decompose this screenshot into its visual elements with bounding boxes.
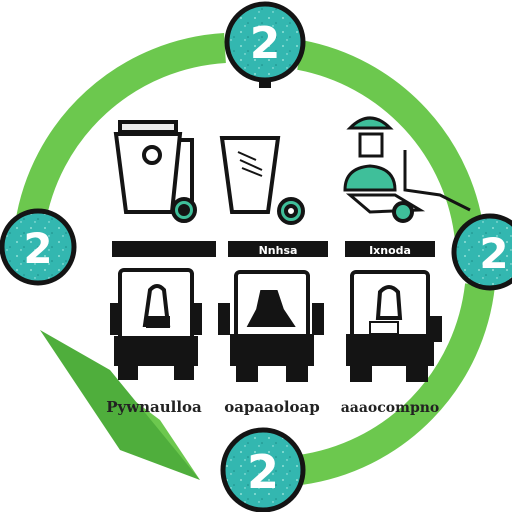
badge-top: 2 bbox=[224, 1, 306, 88]
badge-bottom: 2 bbox=[220, 427, 306, 512]
trash-bin-cart-icon bbox=[113, 120, 197, 223]
badge-right-number: 2 bbox=[479, 229, 508, 278]
worker-cart-icon bbox=[343, 116, 471, 223]
banner-col-3: Ixnoda bbox=[345, 241, 435, 257]
caption-col-3: aaaocompno bbox=[341, 400, 440, 416]
ring-arrow-shadow bbox=[40, 330, 200, 480]
badge-bottom-number: 2 bbox=[247, 445, 279, 499]
badge-top-number: 2 bbox=[250, 18, 281, 69]
recycle-ring bbox=[15, 33, 495, 485]
waste-bin-icon bbox=[219, 136, 305, 225]
badge-left: 2 bbox=[0, 208, 77, 286]
ring-arc-top-right bbox=[297, 40, 485, 242]
banner-col-2: Nnhsa bbox=[228, 241, 328, 257]
caption-col-1: Pywnaulloa bbox=[106, 398, 202, 416]
badge-right: 2 bbox=[451, 213, 512, 291]
truck-front-icon-1 bbox=[110, 268, 202, 380]
ring-arc-top-left bbox=[15, 33, 227, 228]
ring-arc-bottom-right bbox=[297, 283, 495, 485]
badge-left-number: 2 bbox=[23, 224, 52, 273]
banner-col-3-text: Ixnoda bbox=[369, 244, 411, 257]
banner-col-2-text: Nnhsa bbox=[259, 244, 298, 257]
truck-front-icon-2 bbox=[218, 270, 324, 382]
banner-col-1 bbox=[112, 241, 216, 257]
truck-front-icon-3 bbox=[346, 270, 442, 382]
caption-col-2: oapaaoloap bbox=[224, 398, 320, 416]
